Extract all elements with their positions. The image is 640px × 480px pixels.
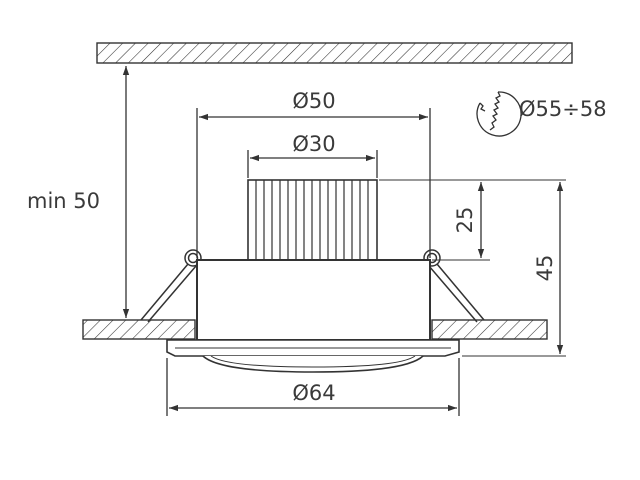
housing-diameter-label: Ø50 [292, 89, 335, 113]
extension-lines-right [379, 179, 566, 357]
spring-clip-right [421, 249, 485, 323]
heatsink-diameter-label: Ø30 [292, 132, 335, 156]
total-height-label: 45 [533, 255, 557, 282]
dimension-heatsink-diameter [247, 150, 378, 178]
min-clearance-label: min 50 [27, 189, 100, 213]
ceiling-slab [96, 42, 573, 64]
bezel [166, 339, 460, 373]
housing-body [196, 259, 431, 341]
cutout-diameter-label: Ø55÷58 [519, 97, 607, 121]
dimension-housing-diameter [196, 108, 431, 258]
hole-saw-icon [476, 91, 522, 137]
dimension-bezel-diameter [166, 358, 460, 416]
bezel-diameter-label: Ø64 [292, 381, 335, 405]
heatsink-height-label: 25 [453, 207, 477, 234]
ceiling-panel [82, 319, 548, 340]
spring-clip-left [140, 249, 204, 323]
heatsink [247, 179, 378, 261]
